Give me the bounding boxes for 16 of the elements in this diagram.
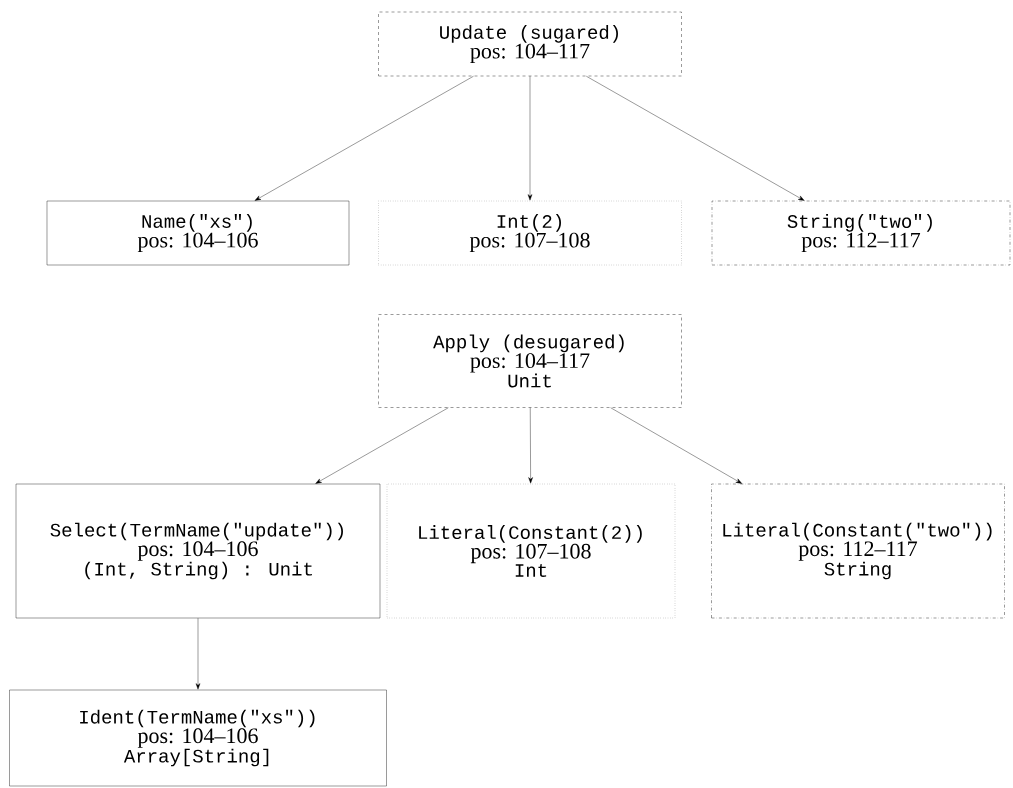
arrow <box>528 407 533 484</box>
tree-node-box: String("two") pos: 112–117 <box>711 200 1011 266</box>
arrow <box>527 76 533 201</box>
arrow <box>315 407 449 484</box>
tree-node-box: Int(2) pos: 107–108 <box>378 200 682 266</box>
tree-node-box: Literal(Constant(2)) pos: 107–108 Int <box>386 483 676 619</box>
arrow <box>195 618 201 690</box>
tree-node-box: Update (sugared) pos: 104–117 <box>378 11 682 77</box>
arrow <box>610 407 742 484</box>
tree-node-box: Literal(Constant("two")) pos: 112–117 String <box>711 483 1005 619</box>
tree-node-box: Name("xs") pos: 104–106 <box>46 200 350 266</box>
arrow <box>586 76 805 201</box>
tree-node-box: Apply (desugared) pos: 104–117 Unit <box>378 314 682 408</box>
tree-node-box: Ident(TermName("xs")) pos: 104–106 Array[String] <box>9 689 387 787</box>
arrow <box>254 76 474 201</box>
tree-node-box: Select(TermName("update")) pos: 104–106 (Int, String) : Unit <box>15 483 381 619</box>
